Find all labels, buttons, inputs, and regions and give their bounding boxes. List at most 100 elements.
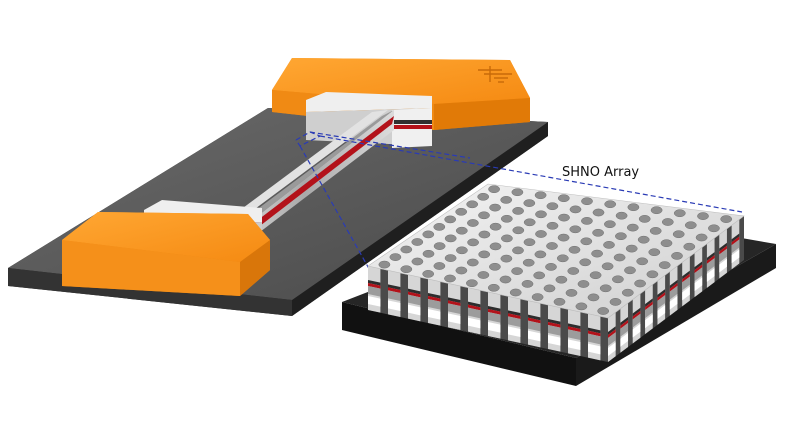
array-hole <box>522 258 535 267</box>
pillar-layer <box>657 292 666 301</box>
pillar-layer <box>706 268 715 282</box>
array-hole <box>720 215 733 223</box>
array-hole <box>603 241 615 249</box>
array-hole <box>615 211 628 220</box>
pillar-layer <box>448 303 461 315</box>
array-hole <box>512 226 525 235</box>
pillar-layer <box>608 342 616 356</box>
array-hole <box>627 203 640 212</box>
array-hole <box>534 191 547 200</box>
array-hole <box>422 270 435 278</box>
pillar-layer <box>548 335 561 346</box>
pillar-layer <box>669 279 678 289</box>
array-hole <box>535 210 547 219</box>
pillar-layer <box>428 296 441 302</box>
array-hole <box>500 196 513 204</box>
array-hole <box>638 215 651 223</box>
array-hole <box>455 207 468 216</box>
array-hole <box>444 215 457 224</box>
pillar-layer <box>694 267 703 282</box>
array-hole <box>500 214 513 223</box>
array-hole <box>455 226 468 235</box>
pillar-layer <box>508 313 521 320</box>
array-hole <box>580 237 593 246</box>
pillar-layer <box>657 289 666 298</box>
array-hole <box>531 293 544 301</box>
pillar-layer <box>694 264 703 274</box>
array-hole <box>466 258 479 267</box>
pillar-layer <box>694 277 703 292</box>
pillar-layer <box>620 332 629 347</box>
pillar-layer <box>632 310 641 320</box>
pillar-layer <box>448 297 461 304</box>
pillar-layer <box>468 304 481 311</box>
array-hole <box>591 249 603 258</box>
array-hole <box>378 260 391 269</box>
array-hole <box>411 257 424 266</box>
pillar-layer <box>719 258 727 273</box>
pillar-layer <box>448 300 461 307</box>
array-hole <box>546 221 559 230</box>
array-hole <box>478 211 490 220</box>
array-hole <box>646 270 659 279</box>
pillar-layer <box>645 301 653 311</box>
pillar-layer <box>588 327 601 334</box>
array-holes <box>378 185 733 315</box>
array-hole <box>501 234 513 243</box>
array-hole <box>626 223 639 232</box>
array-right-face <box>608 216 744 362</box>
pillar-layer <box>588 330 601 337</box>
pillar-layer <box>706 255 715 264</box>
array-hole <box>489 222 502 231</box>
array-hole <box>521 280 534 288</box>
array-hole <box>389 253 402 261</box>
array-hole <box>477 271 490 279</box>
pillar-layer <box>528 320 541 332</box>
array-hole <box>535 230 547 238</box>
pillar-layer <box>719 242 727 252</box>
pillar-layer <box>632 323 641 338</box>
pillar-layer <box>669 285 678 300</box>
shno-array: SHNO Array <box>342 165 776 386</box>
array-hole <box>673 209 686 218</box>
array-hole <box>509 288 522 297</box>
pillar-layer <box>468 317 481 329</box>
array-hole <box>597 307 610 315</box>
array-hole <box>523 199 536 207</box>
pillar-layer <box>508 326 521 338</box>
pillar-layer <box>620 316 629 326</box>
pillar-layer <box>706 252 715 261</box>
array-hole <box>546 202 559 211</box>
pillar-layer <box>682 270 690 280</box>
array-hole <box>400 245 413 254</box>
array-hole <box>466 200 479 209</box>
array-hole <box>477 192 490 201</box>
pillar-layer <box>528 317 541 324</box>
array-hole <box>511 188 524 197</box>
pillar-layer <box>719 248 727 263</box>
array-hole <box>422 249 435 258</box>
array-hole <box>637 235 650 244</box>
pillar-layer <box>548 319 561 325</box>
shno-device <box>8 58 548 316</box>
array-hole <box>523 218 536 227</box>
pillar-layer <box>388 300 401 312</box>
array-hole <box>612 275 624 284</box>
pillar-layer <box>608 326 616 335</box>
array-hole <box>467 238 479 247</box>
array-hole <box>489 262 501 271</box>
pillar-layer <box>368 296 381 307</box>
pillar-layer <box>694 261 703 271</box>
array-hole <box>649 227 662 235</box>
array-hole <box>658 261 671 269</box>
array-hole <box>546 242 558 250</box>
pillar-layer <box>657 305 666 319</box>
array-hole <box>557 233 570 242</box>
array-hole <box>581 197 593 206</box>
array-hole <box>587 293 600 302</box>
array-hole <box>695 233 708 242</box>
array-hole <box>467 219 479 227</box>
array-hole <box>433 262 446 270</box>
pillar-layer <box>731 249 740 264</box>
